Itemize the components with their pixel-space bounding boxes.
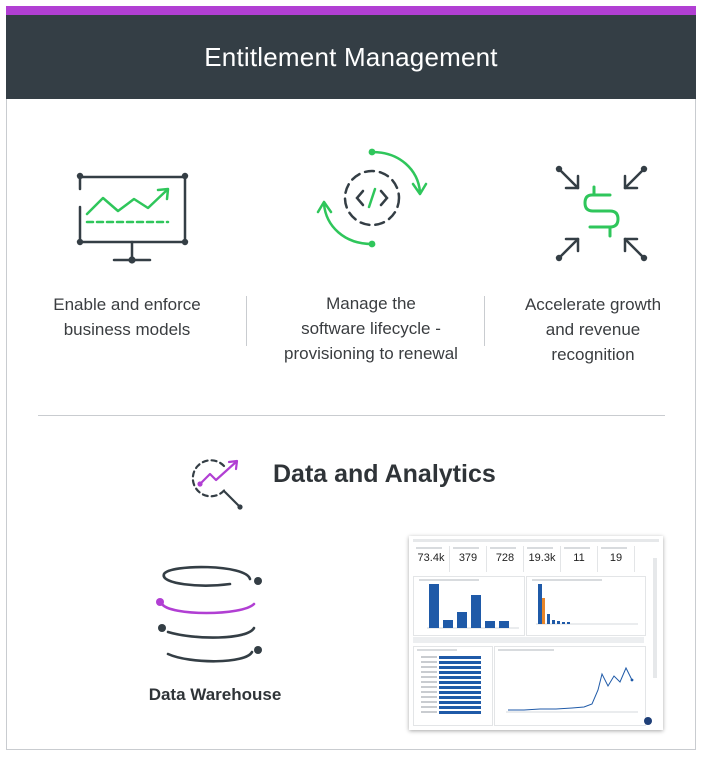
bar: [557, 621, 560, 624]
column-divider: [484, 296, 485, 346]
kpi-tile: 379: [450, 546, 487, 572]
bar: [547, 614, 550, 624]
code-lifecycle-cycle-icon: [316, 148, 428, 248]
dashboard-scrollbar[interactable]: [653, 558, 657, 678]
kpi-tile: 73.4k: [413, 546, 450, 572]
bar: [542, 598, 545, 624]
dashboard-line-chart: [498, 649, 638, 713]
feature-caption-lifecycle: Manage the software lifecycle - provisio…: [284, 294, 458, 363]
dashboard-line-chart-panel: [494, 646, 646, 726]
bar: [538, 584, 542, 624]
section-divider: [38, 415, 665, 416]
monitor-growth-chart-icon: [76, 172, 189, 264]
dashboard-bar-chart-panel: [413, 576, 525, 636]
bar: [499, 621, 509, 628]
bar: [562, 622, 565, 624]
dollar-arrows-icon: [555, 165, 648, 262]
database-stack-icon: [156, 565, 262, 663]
bar: [471, 595, 481, 628]
dashboard-hbar-chart: [417, 649, 481, 714]
page-title: Entitlement Management: [204, 41, 498, 72]
bar: [429, 584, 439, 628]
feature-caption-growth: Accelerate growth and revenue recognitio…: [524, 295, 662, 364]
header-banner: Entitlement Management: [6, 15, 696, 99]
dashboard-stacked-chart: [532, 579, 638, 625]
kpi-tile: 19: [598, 546, 635, 572]
bar: [552, 620, 555, 624]
bar: [485, 621, 495, 628]
magnify-trend-icon: [191, 459, 243, 510]
dashboard-bar-chart: [419, 579, 519, 629]
bar: [567, 622, 570, 624]
bar: [457, 612, 467, 628]
kpi-tile: 728: [487, 546, 524, 572]
analytics-dashboard-thumbnail: 73.4k 379 728 19.3k 11 19: [409, 536, 663, 730]
accent-bar: [6, 6, 696, 15]
dashboard-help-icon[interactable]: [644, 717, 652, 725]
bar: [443, 620, 453, 628]
kpi-tile: 19.3k: [524, 546, 561, 572]
dashboard-stacked-chart-panel: [526, 576, 646, 636]
dashboard-filter-bar: [413, 637, 644, 643]
kpi-tile: 11: [561, 546, 598, 572]
feature-caption-business-models: Enable and enforce business models: [53, 295, 201, 339]
dashboard-toolbar: [413, 539, 659, 542]
dashboard-hbar-panel: [413, 646, 493, 726]
analytics-title: Data and Analytics: [273, 460, 496, 488]
column-divider: [246, 296, 247, 346]
data-warehouse-label: Data Warehouse: [148, 685, 282, 704]
